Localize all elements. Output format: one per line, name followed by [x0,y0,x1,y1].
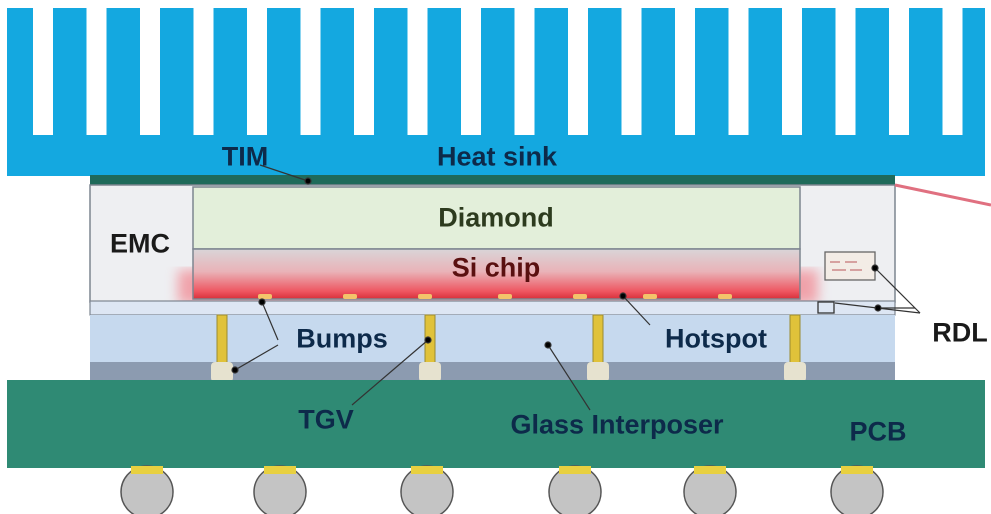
rdl-layer [89,300,896,316]
heat-sink-body [7,8,985,176]
solder-pad [264,466,296,474]
label-diamond: Diamond [438,202,554,233]
heat-sink-fin-gap [193,8,214,135]
leader-lines [231,164,921,411]
bottom-rdl-layer [90,362,895,380]
heat-sink-fin-gap [728,8,749,135]
heat-sink [7,8,985,176]
micro-bump [498,294,512,299]
label-heat-sink: Heat sink [436,141,558,172]
rdl-detail-box [824,251,876,281]
solder-pad [694,466,726,474]
heat-sink-fin-gap [675,8,695,135]
heat-sink-fin-gap [835,8,856,135]
label-glass-interposer: Glass Interposer [510,409,724,440]
heat-sink-fin-gap [621,8,642,135]
tgv-bump [587,362,609,382]
micro-bump [258,294,272,299]
si-chip-layer [192,248,801,300]
rdl-detail-traces [830,261,862,271]
heat-sink-fin-gap [568,8,588,135]
rdl-detail-marker [817,301,835,314]
tgv-bump [211,362,233,382]
heat-sink-fin-gap [247,8,267,135]
tgv-bump [784,362,806,382]
micro-bump [418,294,432,299]
heat-sink-fin-gap [407,8,428,135]
label-pcb: PCB [849,416,907,447]
heat-sink-fin-gap [782,8,802,135]
label-tgv: TGV [298,404,354,435]
heat-sink-fin-gap [889,8,909,135]
micro-bumps [258,294,732,299]
heat-sink-fin-gap [33,8,53,135]
tgv-bump [419,362,441,382]
tim-layer [90,175,895,185]
tgv-via [592,314,604,364]
label-tim: TIM [221,141,269,172]
micro-bump [343,294,357,299]
label-hotspot: Hotspot [665,323,767,354]
zoom-callout-line [894,183,991,207]
heat-sink-fin-gap [140,8,160,135]
glass-interposer-layer [90,315,895,363]
heat-sink-fin-gap [86,8,107,135]
tgv-via [789,314,801,364]
solder-pad [131,466,163,474]
micro-bump [573,294,587,299]
tgv-via [216,314,228,364]
pcb-board [7,380,985,468]
heat-sink-fin-gap [354,8,374,135]
solder-pad [411,466,443,474]
micro-bump [718,294,732,299]
label-bumps: Bumps [296,323,388,354]
label-rdl: RDL [932,317,988,348]
label-emc: EMC [110,228,170,259]
heat-sink-fin-gap [300,8,321,135]
heat-sink-fin-gap [942,8,963,135]
solder-pad [841,466,873,474]
heat-sink-fin-gap [514,8,535,135]
label-si-chip: Si chip [451,252,541,283]
heat-sink-fin-gap [461,8,481,135]
solder-balls [120,465,884,514]
micro-bump [643,294,657,299]
solder-pad [559,466,591,474]
